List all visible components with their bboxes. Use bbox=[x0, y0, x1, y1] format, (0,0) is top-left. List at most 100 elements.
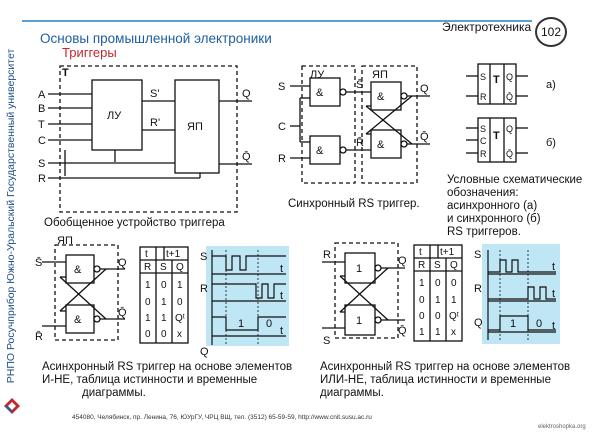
nand-r0c2: 1 bbox=[177, 280, 183, 291]
nor-caption-line: Асинхронный RS триггер на основе элемент… bbox=[320, 361, 571, 373]
nand-r1c2: 0 bbox=[177, 297, 183, 308]
sym-b-pin-r: R bbox=[480, 149, 487, 159]
symbol-async bbox=[466, 63, 528, 105]
nand-r3c1: 0 bbox=[161, 329, 167, 340]
nor-truth-table bbox=[413, 244, 463, 342]
nor-r0c0: 1 bbox=[419, 278, 425, 289]
nor-table-head-t: t bbox=[419, 247, 422, 258]
nor-caption-line: ИЛИ-НЕ, таблица истинности и временные bbox=[320, 374, 551, 386]
nand-input-r: R̄ bbox=[35, 330, 43, 343]
logo-icon bbox=[4, 398, 20, 414]
nand-axis-t1: t bbox=[280, 263, 283, 275]
nor-output-nq: Q̄ bbox=[398, 324, 407, 337]
nor-r3c2: x bbox=[451, 327, 456, 338]
sync-gate-2: & bbox=[316, 145, 324, 157]
sync-output-q: Q bbox=[420, 83, 429, 95]
sync-gate-1: & bbox=[316, 87, 324, 99]
symbols-caption-line: RS триггеров. bbox=[447, 226, 521, 238]
nor-timing-diagram bbox=[487, 250, 556, 340]
nand-timing-q: Q bbox=[200, 346, 209, 358]
nand-gate-1: & bbox=[74, 264, 82, 276]
nor-axis-t2: t bbox=[552, 288, 555, 300]
nand-r2c0: 1 bbox=[145, 313, 151, 324]
sym-a-out-q: Q bbox=[506, 72, 513, 82]
nand-r2c2: Qᵗ bbox=[175, 313, 185, 324]
nor-output-q: Q bbox=[398, 255, 407, 267]
footer-address: 454080, Челябинск, пр. Ленина, 76, ЮУрГУ… bbox=[72, 414, 372, 421]
gd-memory-label: ЯП bbox=[187, 121, 203, 133]
sync-input-c: C bbox=[278, 121, 286, 133]
nand-truth-table bbox=[139, 246, 189, 344]
sync-gate-3: & bbox=[377, 91, 385, 103]
nand-col-q: Q bbox=[176, 262, 184, 273]
symbols-caption: Условные схематические обозначения: асин… bbox=[447, 174, 582, 239]
gd-logic-label: ЛУ bbox=[107, 110, 122, 122]
nor-r0c2: 0 bbox=[451, 278, 457, 289]
async-nand-diagram bbox=[42, 244, 125, 341]
nor-timing-s: S bbox=[474, 249, 481, 261]
subject-label: Электротехника bbox=[442, 20, 532, 34]
sym-a-pin-r: R bbox=[480, 92, 487, 102]
nor-gate-1: 1 bbox=[356, 263, 362, 275]
nor-r1c2: 1 bbox=[451, 295, 457, 306]
sym-a-out-nq: Q̄ bbox=[506, 92, 513, 102]
sync-internal-r: R̄ bbox=[356, 136, 364, 149]
gd-input-c: C bbox=[38, 135, 46, 147]
gd-output-q: Q bbox=[242, 88, 251, 100]
sym-b-tag: б) bbox=[546, 137, 556, 149]
nor-r2c0: 0 bbox=[419, 311, 425, 322]
nor-col-r: R bbox=[418, 260, 425, 271]
nor-gate-2: 1 bbox=[356, 315, 362, 327]
nand-r1c0: 0 bbox=[145, 297, 151, 308]
nand-r0c1: 0 bbox=[161, 280, 167, 291]
async-nor-diagram bbox=[322, 242, 405, 339]
nor-axis-t1: t bbox=[552, 261, 555, 273]
nor-r1c1: 1 bbox=[435, 295, 441, 306]
nor-r3c1: 1 bbox=[435, 327, 441, 338]
gd-input-r: R bbox=[38, 173, 46, 185]
sync-input-s: S bbox=[278, 81, 285, 93]
nand-r3c2: x bbox=[177, 329, 182, 340]
nand-timing-r: R bbox=[200, 283, 208, 295]
symbol-sync bbox=[466, 117, 528, 163]
sync-caption: Синхронный RS триггер. bbox=[288, 198, 420, 210]
nand-gate-2: & bbox=[74, 314, 82, 326]
page-number: 102 bbox=[535, 17, 567, 47]
sym-b-out-q: Q bbox=[506, 124, 513, 134]
sync-memory-label: ЯП bbox=[372, 69, 388, 81]
nor-r3c0: 1 bbox=[419, 327, 425, 338]
sidebar: РНПО Росучприбор Южно-Уральский Государс… bbox=[0, 0, 22, 433]
nand-timing-diagram bbox=[211, 250, 286, 345]
nand-r0c0: 1 bbox=[145, 280, 151, 291]
gd-input-s: S bbox=[38, 158, 45, 170]
nand-input-s: S̄ bbox=[35, 256, 42, 269]
nand-r1c1: 1 bbox=[161, 297, 167, 308]
nor-table-head-t1: t+1 bbox=[440, 247, 455, 258]
sym-b-pin-c: C bbox=[480, 136, 487, 146]
page-subtitle: Триггеры bbox=[62, 45, 117, 60]
nand-r3c0: 0 bbox=[145, 329, 151, 340]
symbols-caption-line: и синхронного (б) bbox=[447, 213, 541, 225]
sync-output-nq: Q̄ bbox=[420, 130, 429, 143]
nand-col-r: R bbox=[144, 262, 151, 273]
general-device-diagram bbox=[48, 65, 252, 213]
nand-output-q: Q bbox=[118, 257, 127, 269]
nand-table-head-t1: t+1 bbox=[166, 249, 181, 260]
nand-caption-line: диаграммы. bbox=[82, 387, 146, 399]
nand-val-0: 0 bbox=[266, 318, 272, 330]
nor-caption: Асинхронный RS триггер на основе элемент… bbox=[320, 361, 570, 400]
nand-timing-s: S bbox=[200, 251, 207, 263]
gd-input-b: B bbox=[38, 103, 45, 115]
nand-val-1: 1 bbox=[238, 318, 244, 330]
sync-gate-4: & bbox=[377, 139, 385, 151]
nand-axis-t3: t bbox=[280, 325, 283, 337]
nand-caption-line: Асинхронный RS триггер на основе элемент… bbox=[42, 361, 293, 373]
nand-caption: Асинхронный RS триггер на основе элемент… bbox=[42, 361, 292, 400]
sync-logic-label: ЛУ bbox=[310, 69, 325, 81]
nand-table-head-t: t bbox=[145, 249, 148, 260]
nand-col-s: S bbox=[160, 262, 167, 273]
sync-internal-s: S̄ bbox=[356, 78, 363, 91]
gd-input-a: A bbox=[38, 89, 46, 101]
gd-internal-s: S' bbox=[150, 88, 159, 100]
nand-timing-panel bbox=[206, 246, 289, 346]
